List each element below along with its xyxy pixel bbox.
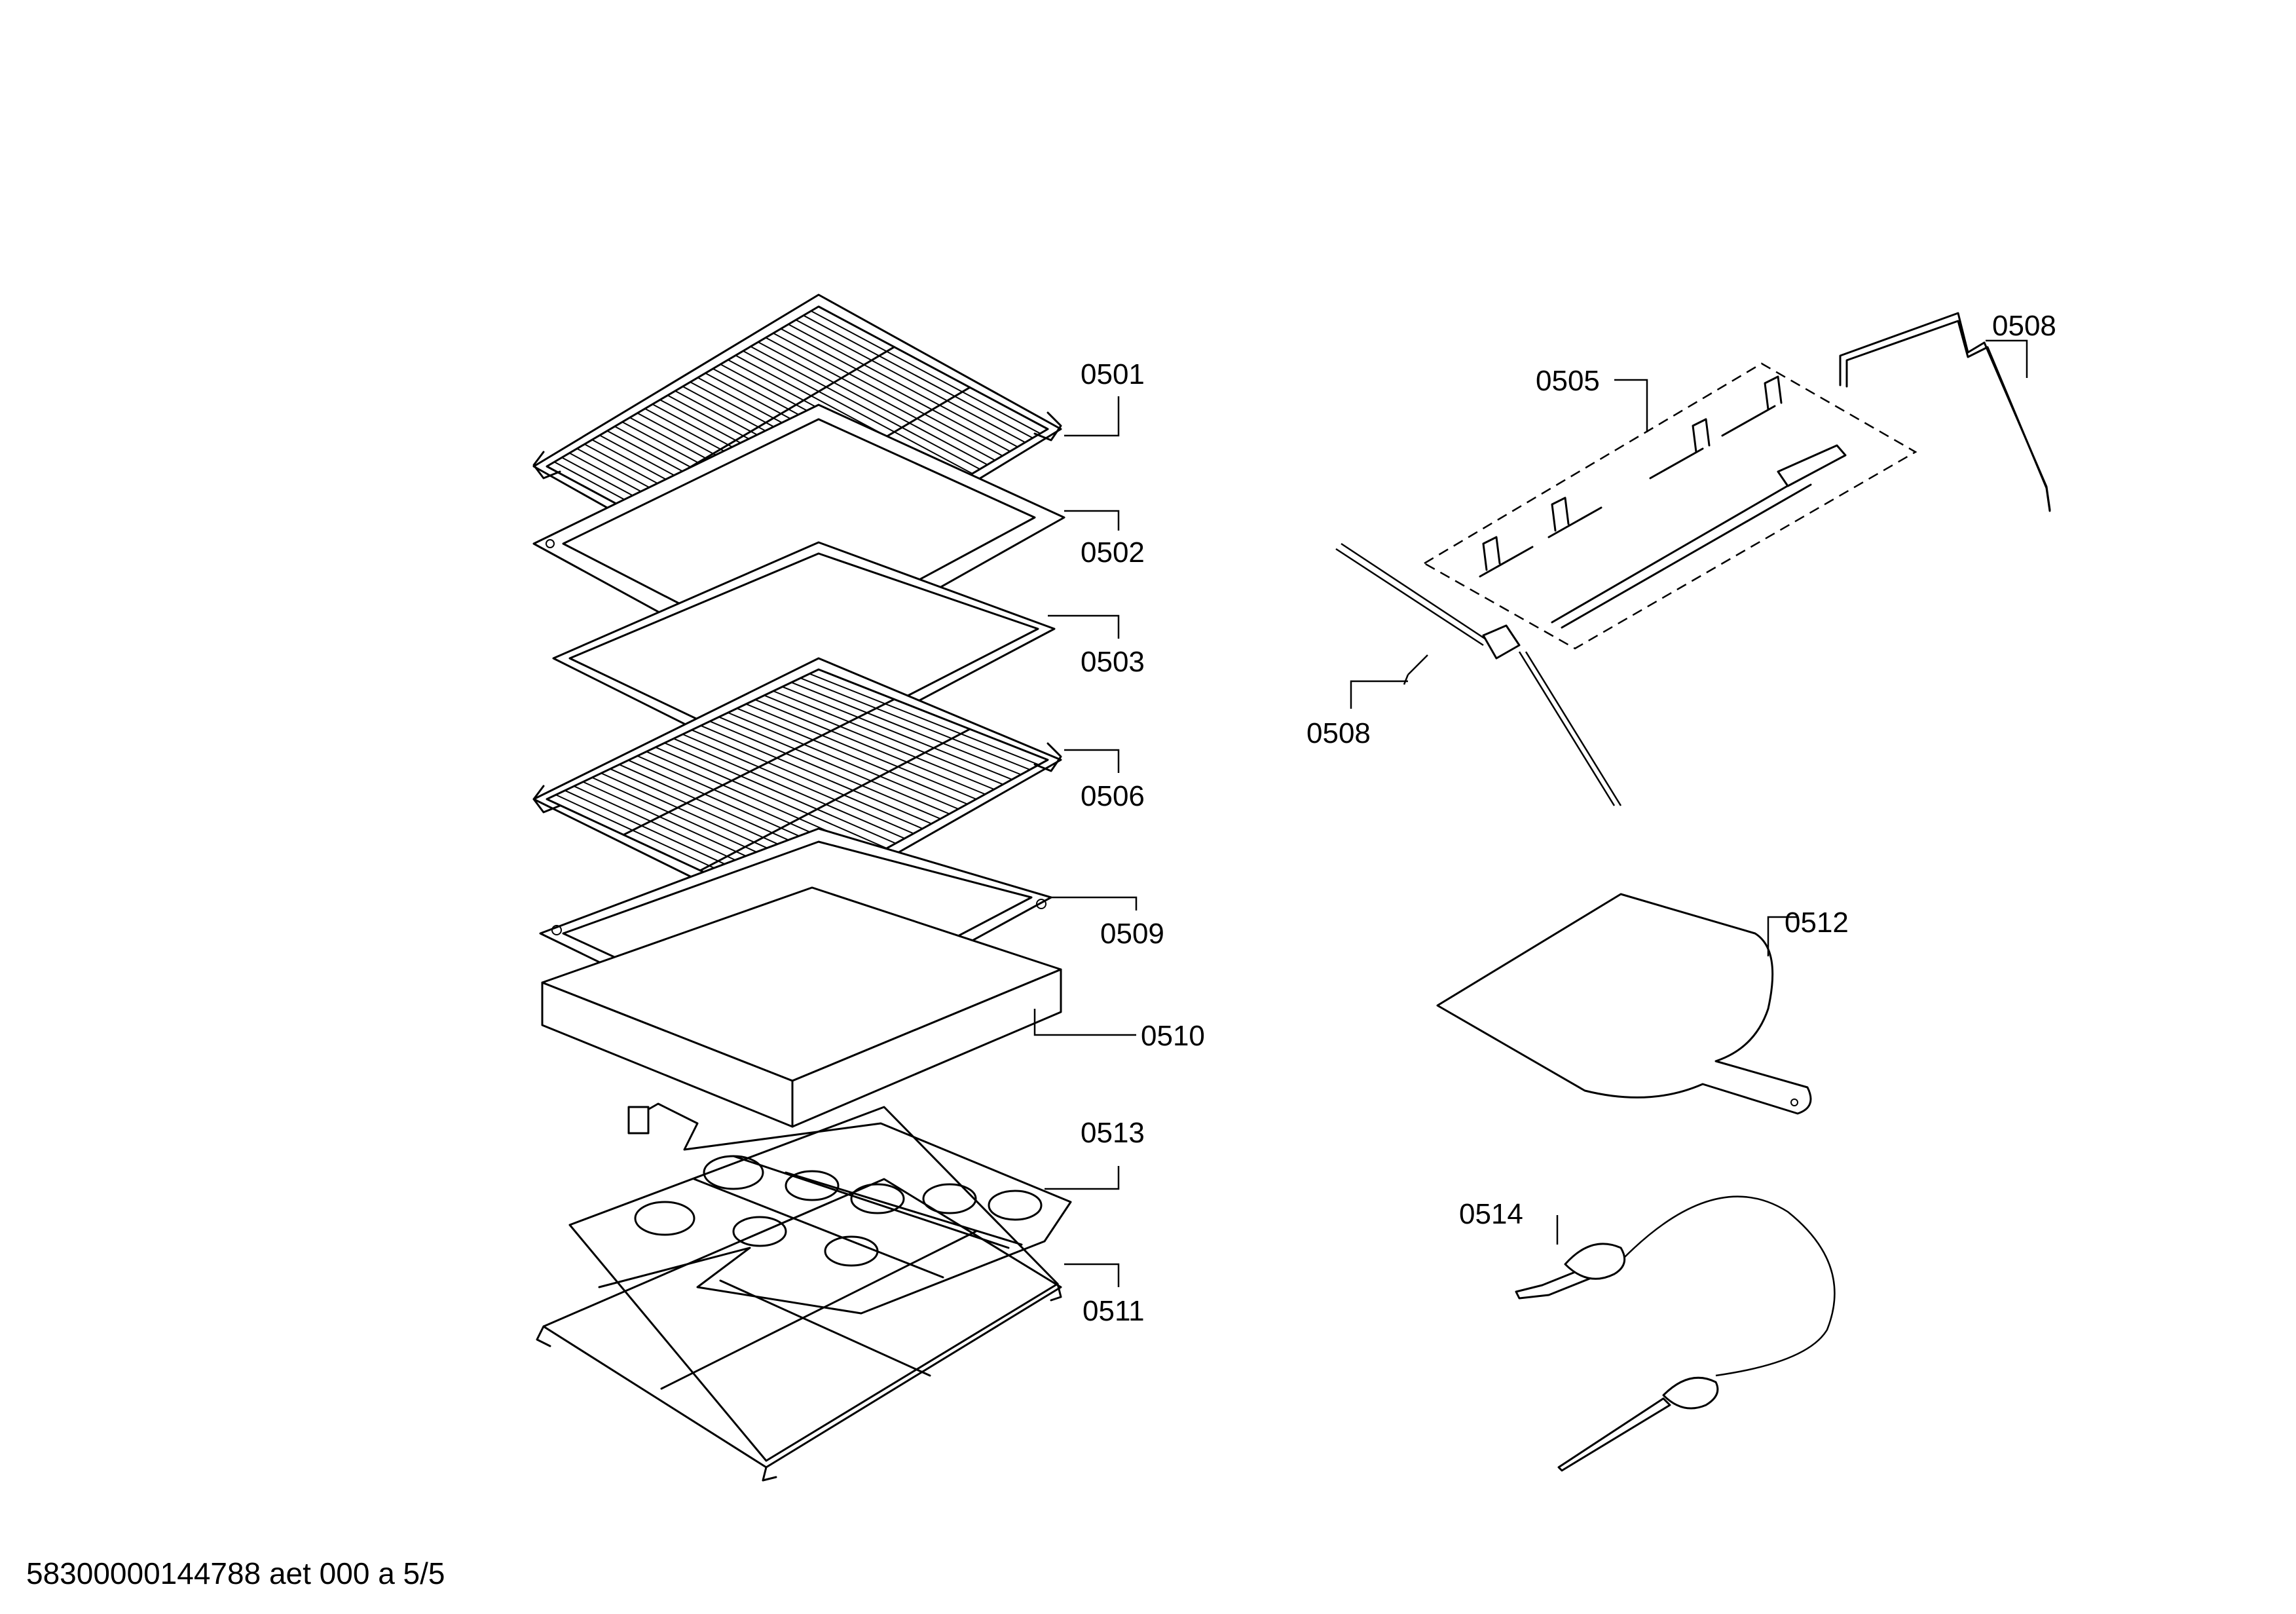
part-0511-rack-frame — [536, 1106, 1062, 1482]
label-0505: 0505 — [1536, 365, 1600, 397]
rack-wire — [664, 742, 897, 844]
rack-wire — [795, 319, 1026, 443]
rack-wire — [743, 350, 973, 474]
part-0512-pizza-peel — [1436, 893, 1812, 1115]
part-0514-meat-probe — [1515, 1195, 1836, 1472]
label-0513: 0513 — [1081, 1117, 1145, 1149]
rack-wire — [780, 328, 1010, 452]
part-0505-rotisserie-set — [1422, 362, 1917, 650]
label-0510: 0510 — [1141, 1020, 1205, 1052]
rack-wire — [709, 721, 941, 819]
label-0509: 0509 — [1100, 918, 1164, 950]
rack-wire — [655, 746, 887, 849]
rack-wire — [788, 324, 1018, 448]
rack-wire — [764, 694, 995, 790]
rack-wire — [750, 346, 980, 470]
rack-wire — [773, 332, 1003, 457]
rack-wire — [791, 681, 1022, 776]
part-0510-pizza-stone — [541, 886, 1062, 1128]
rack-wire — [773, 690, 1004, 785]
rack-wire — [803, 314, 1033, 439]
label-0508-top: 0508 — [1992, 310, 2056, 342]
label-0502: 0502 — [1081, 536, 1145, 569]
label-0508-left: 0508 — [1306, 717, 1371, 749]
rack-wire — [745, 703, 977, 800]
label-0503: 0503 — [1081, 646, 1145, 678]
rack-wire — [673, 738, 905, 839]
label-0511: 0511 — [1083, 1295, 1145, 1327]
label-0506: 0506 — [1081, 780, 1145, 812]
rack-wire — [758, 341, 988, 466]
rack-rail — [622, 698, 895, 836]
rack-wire — [800, 677, 1031, 770]
part-0513-heating-element — [598, 1102, 1072, 1315]
rack-wire — [700, 724, 932, 825]
label-0501: 0501 — [1081, 358, 1145, 390]
rack-rail — [699, 728, 971, 872]
label-0514: 0514 — [1459, 1198, 1523, 1230]
rack-wire — [718, 716, 950, 815]
label-0512: 0512 — [1785, 907, 1849, 939]
rack-wire — [811, 310, 1041, 434]
rack-wire — [754, 699, 986, 795]
document-code: 58300000144788 aet 000 a 5/5 — [26, 1556, 445, 1590]
part-0508-spit-support — [1335, 312, 2051, 806]
rack-wire — [809, 673, 1039, 766]
rack-wire — [691, 729, 923, 829]
rack-wire — [765, 337, 995, 461]
rack-wire — [728, 712, 959, 810]
rack-wire — [737, 707, 968, 805]
rack-wire — [682, 734, 914, 835]
leader-lines — [1033, 339, 2028, 1287]
rack-wire — [782, 686, 1012, 780]
